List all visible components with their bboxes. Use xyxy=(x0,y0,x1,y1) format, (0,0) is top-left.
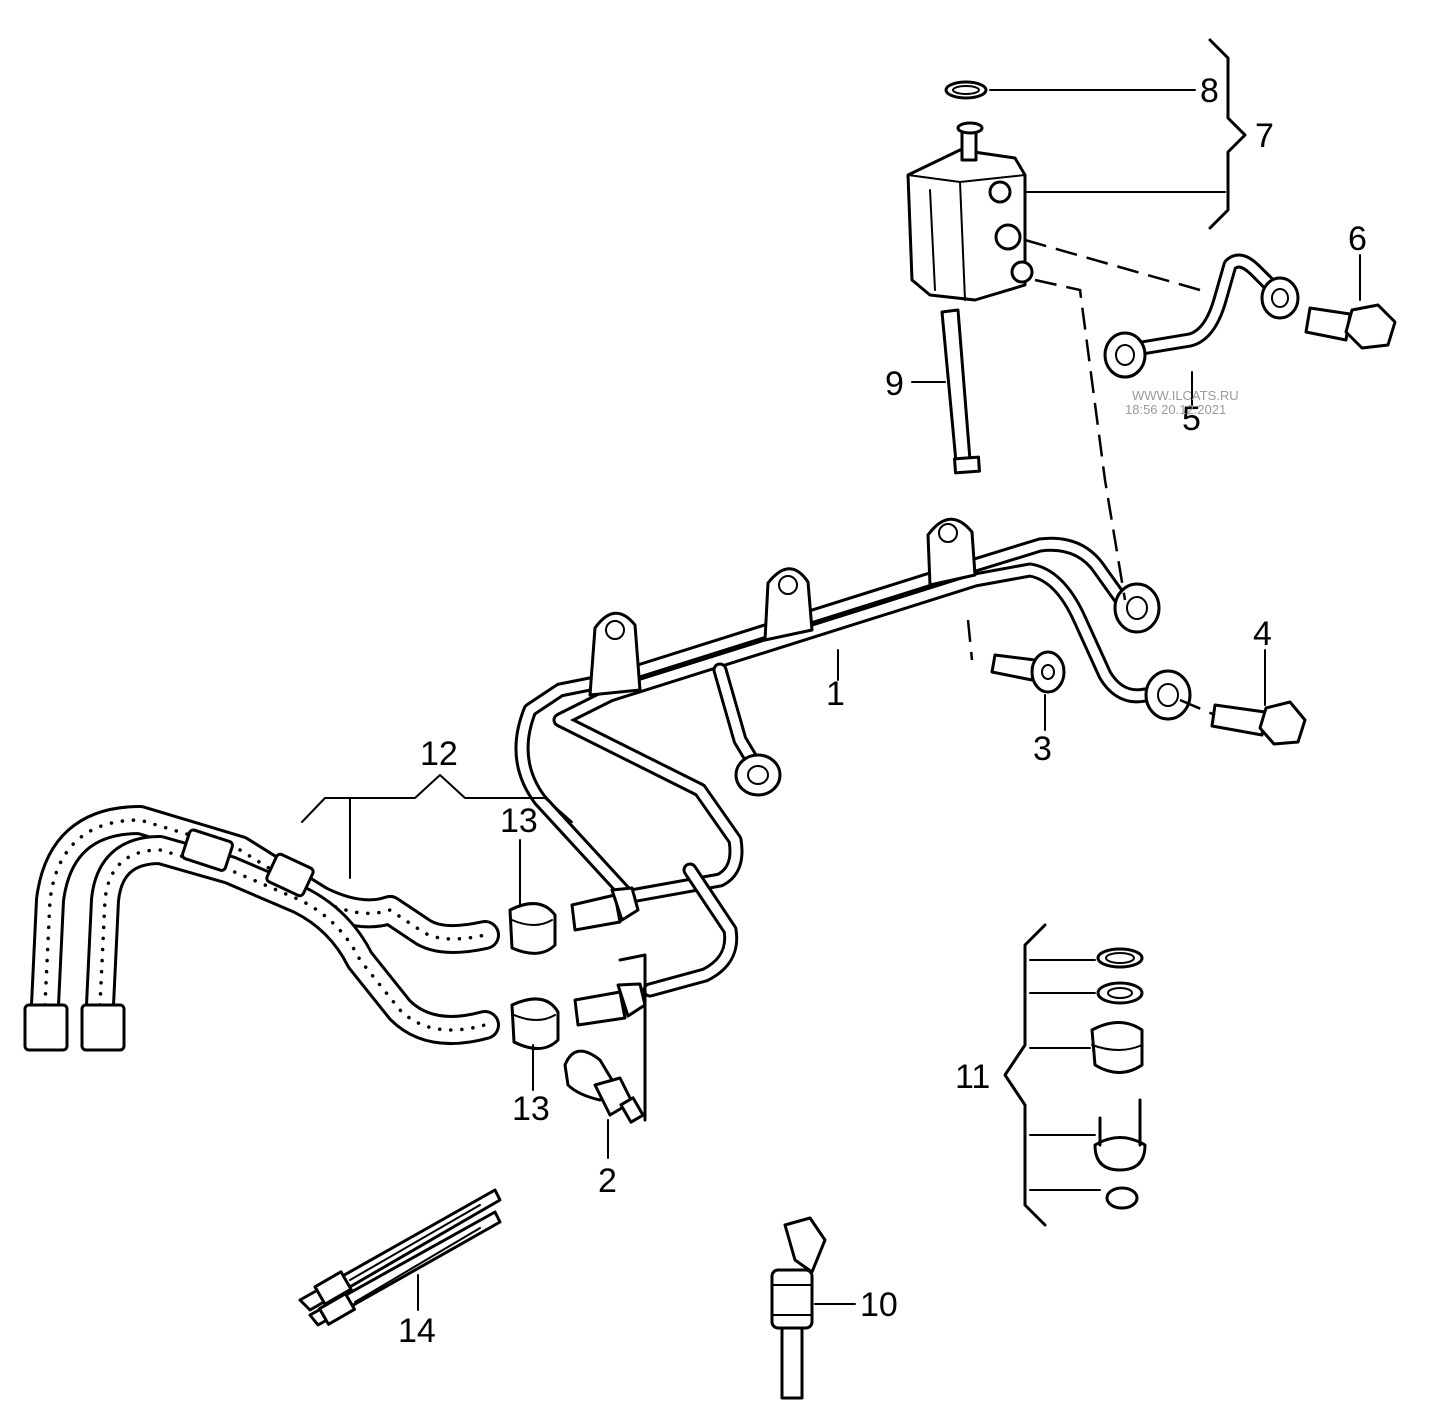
leader-lines xyxy=(301,89,1361,1311)
callout-9: 9 xyxy=(885,365,904,403)
pressure-regulator-block[interactable] xyxy=(906,121,1034,302)
pipe-5[interactable] xyxy=(1103,253,1300,379)
connector-10[interactable] xyxy=(770,1216,827,1400)
seal-kit-11[interactable] xyxy=(1003,923,1147,1227)
cable-ties-14[interactable] xyxy=(298,1188,502,1327)
watermark-line2: 18:56 20.12.2021 xyxy=(1125,402,1226,417)
watermark-line1: WWW.ILCATS.RU xyxy=(1132,388,1239,403)
callout-13-upper: 13 xyxy=(500,802,538,840)
callout-2: 2 xyxy=(598,1162,617,1200)
alignment-lines xyxy=(966,238,1216,717)
pipe-fitting-lower[interactable] xyxy=(573,982,647,1027)
pipe-fitting-upper[interactable] xyxy=(570,886,640,932)
bolt-6[interactable] xyxy=(1304,303,1397,350)
sensor-bracket-line xyxy=(618,953,647,1122)
bolt-3[interactable] xyxy=(990,650,1066,694)
callout-6: 6 xyxy=(1348,220,1367,258)
callout-5: 5 xyxy=(1182,400,1201,438)
callout-4: 4 xyxy=(1253,615,1272,653)
bolt-4[interactable] xyxy=(1210,700,1307,746)
long-bolt-9[interactable] xyxy=(940,308,981,475)
callout-11: 11 xyxy=(955,1058,990,1096)
callout-3: 3 xyxy=(1033,730,1052,768)
fuel-rail-1[interactable] xyxy=(514,517,1192,998)
hose-clamp-13-upper[interactable] xyxy=(508,902,557,955)
callout-labels: 8 7 6 9 5 4 1 3 12 13 11 13 2 10 14 xyxy=(398,72,1367,1350)
callout-7: 7 xyxy=(1255,117,1274,155)
callout-12: 12 xyxy=(420,735,458,773)
callout-1: 1 xyxy=(826,675,845,713)
pressure-sensor-2[interactable] xyxy=(563,1049,645,1124)
hose-clamp-13-lower[interactable] xyxy=(510,997,560,1050)
callout-14: 14 xyxy=(398,1312,436,1350)
group-bracket-7 xyxy=(1208,38,1247,230)
callout-13-lower: 13 xyxy=(512,1090,550,1128)
watermark: WWW.ILCATS.RU 18:56 20.12.2021 xyxy=(1125,388,1239,417)
fuel-hoses-12[interactable] xyxy=(23,805,500,1052)
o-ring-8[interactable] xyxy=(944,80,988,100)
callout-10: 10 xyxy=(860,1286,898,1324)
callout-8: 8 xyxy=(1200,72,1219,110)
